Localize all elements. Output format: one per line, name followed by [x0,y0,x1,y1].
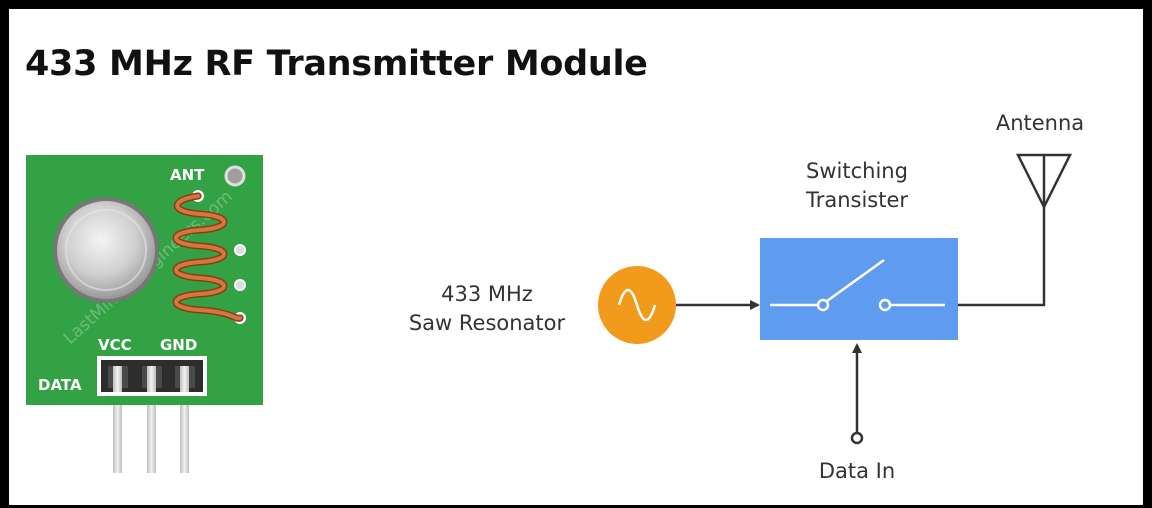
page-title: 433 MHz RF Transmitter Module [25,44,648,84]
data-in-label: Data In [819,459,895,483]
antenna-pad [224,165,246,187]
antenna-label: Antenna [996,111,1084,135]
switch-symbol [770,258,945,312]
switch-label-line1: Switching [806,159,908,183]
resonator-label-line1: 433 MHz [441,282,533,306]
pin-label-ant: ANT [170,166,205,184]
pin-lead-data [113,395,122,473]
pin-label-vcc: VCC [98,336,132,354]
rf-module: LastMinuteEngineers.com ANT VCC GND DATA [26,155,263,473]
switch-label-line2: Transister [805,188,908,212]
data-in-terminal [850,431,864,445]
sine-wave-icon [617,288,657,322]
antenna-icon [1015,153,1073,210]
block-diagram: 433 MHz Saw Resonator Switching Transist… [409,111,1084,483]
switching-transistor-block [760,238,958,340]
pin-label-gnd: GND [160,336,197,354]
pin-label-data: DATA [38,376,82,394]
resonator-label-line2: Saw Resonator [409,311,566,335]
antenna-feed-line [958,205,1046,307]
pin-lead-gnd [180,395,189,473]
pin-lead-vcc [147,395,156,473]
copper-coil [172,192,244,322]
